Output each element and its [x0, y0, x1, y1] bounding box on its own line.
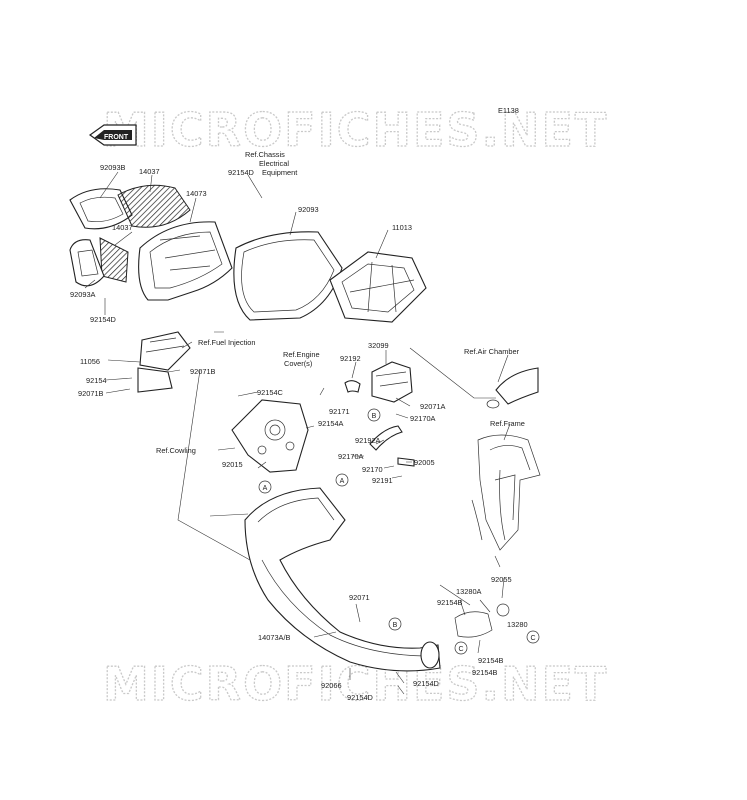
- label-14037-a: 14037: [139, 167, 160, 176]
- clamp-band: [454, 603, 510, 638]
- label-92154D-d: 92154D: [347, 693, 373, 702]
- frame-ref: [471, 434, 541, 551]
- leader-lines: [84, 171, 511, 695]
- label-92154C: 92154C: [257, 388, 284, 397]
- label-92071A: 92071A: [420, 402, 446, 411]
- label-92154B-b: 92154B: [478, 656, 504, 665]
- label-14037-b: 14037: [112, 223, 133, 232]
- meter-lens-lower: [69, 239, 105, 287]
- label-92171: 92171: [329, 407, 350, 416]
- label-92192: 92192: [340, 354, 361, 363]
- label-13280A: 13280A: [456, 587, 482, 596]
- svg-text:C: C: [458, 646, 463, 653]
- label-92154B-c: 92154B: [472, 668, 498, 677]
- label-ref-chassis-1: Ref.Chassis: [245, 150, 285, 159]
- svg-text:A: A: [263, 485, 268, 492]
- svg-text:A: A: [340, 478, 345, 485]
- label-11013: 11013: [392, 223, 412, 232]
- hose-92192A: [369, 425, 403, 451]
- label-92015: 92015: [222, 460, 243, 469]
- label-92154: 92154: [86, 376, 107, 385]
- gasket-frame: [233, 231, 343, 321]
- label-92191: 92191: [372, 476, 393, 485]
- air-chamber-ref: [486, 367, 539, 409]
- callout-a-1: A: [258, 480, 272, 494]
- label-92071: 92071: [349, 593, 370, 602]
- label-92170: 92170: [362, 465, 383, 474]
- label-13280: 13280: [507, 620, 528, 629]
- mounting-bracket: [231, 399, 309, 473]
- label-92154D-c: 92154D: [413, 679, 439, 688]
- label-92154D-a: 92154D: [90, 315, 116, 324]
- intake-duct: [137, 331, 191, 393]
- callout-c-2: C: [526, 630, 540, 644]
- label-92192A: 92192A: [355, 436, 381, 445]
- watermark-top: MICROFICHES.NET: [103, 103, 608, 157]
- meter-housing: [138, 221, 233, 301]
- front-label: FRONT: [104, 134, 129, 141]
- label-ref-engine-2: Cover(s): [284, 359, 312, 368]
- label-92055: 92055: [491, 575, 512, 584]
- label-92093: 92093: [298, 205, 319, 214]
- hose-92192: [344, 380, 361, 393]
- label-92093A: 92093A: [70, 290, 96, 299]
- label-ref-chassis-2: Electrical: [259, 159, 289, 168]
- callout-a-2: A: [335, 473, 349, 487]
- meter-panel-hatched-lower: [99, 237, 129, 283]
- label-92170A-a: 92170A: [410, 414, 436, 423]
- label-92170A-b: 92170A: [338, 452, 364, 461]
- label-32099: 32099: [368, 341, 389, 350]
- label-ref-engine-1: Ref.Engine: [283, 350, 320, 359]
- label-92154A: 92154A: [318, 419, 344, 428]
- air-filter-element: [329, 251, 427, 323]
- front-arrow-icon: FRONT: [88, 124, 137, 146]
- label-ref-fuel-injection: Ref.Fuel Injection: [198, 338, 256, 347]
- meter-panel-hatched-upper: [117, 184, 191, 228]
- label-11056: 11056: [80, 357, 100, 366]
- callout-b-2: B: [388, 617, 402, 631]
- label-ref-cowling: Ref.Cowling: [156, 446, 196, 455]
- label-92066: 92066: [321, 681, 342, 690]
- part-labels: 92093B 14037 14073 14037 92093A 92154D R…: [70, 150, 528, 702]
- svg-text:C: C: [530, 635, 535, 642]
- label-92154B-a: 92154B: [437, 598, 463, 607]
- label-92093B: 92093B: [100, 163, 126, 172]
- label-14073A-B: 14073A/B: [258, 633, 291, 642]
- diagram-code: E1138: [498, 106, 519, 115]
- callout-c-1: C: [454, 641, 468, 655]
- svg-text:B: B: [393, 622, 398, 629]
- main-intake-duct: [244, 487, 441, 672]
- label-92071B-b: 92071B: [78, 389, 104, 398]
- label-ref-chassis-3: Equipment: [262, 168, 297, 177]
- svg-text:B: B: [372, 413, 377, 420]
- label-92071B-a: 92071B: [190, 367, 216, 376]
- sensor-unit: [371, 361, 413, 403]
- label-ref-frame: Ref.Frame: [490, 419, 525, 428]
- watermark-bottom: MICROFICHES.NET: [103, 657, 608, 711]
- label-92005: 92005: [414, 458, 435, 467]
- label-14073: 14073: [186, 189, 207, 198]
- label-ref-air-chamber: Ref.Air Chamber: [464, 347, 520, 356]
- callout-b-1: B: [367, 408, 381, 422]
- label-92154D-b: 92154D: [228, 168, 254, 177]
